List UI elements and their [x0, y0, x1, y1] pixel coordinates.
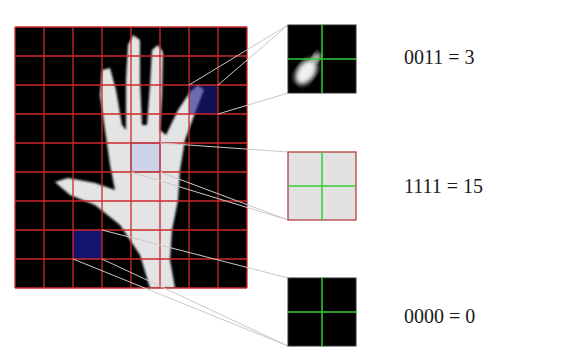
- grid-line: [15, 26, 247, 27]
- drawing-part: [73, 259, 288, 346]
- drawing-part: [309, 51, 322, 65]
- drawing-part: [288, 58, 356, 60]
- drawing-part: [288, 185, 356, 187]
- drawing-part: [218, 25, 288, 85]
- grid-line: [43, 27, 44, 288]
- leader-lines: [73, 25, 288, 346]
- grid-line: [15, 287, 247, 288]
- drawing-part: [189, 25, 288, 85]
- drawing-part: [102, 259, 288, 346]
- grid-line: [15, 55, 247, 56]
- drawing-part: [288, 311, 356, 313]
- drawing-part: [218, 93, 288, 114]
- drawing-part: [102, 230, 288, 278]
- drawing-part: [160, 172, 288, 220]
- code-label: 0000 = 0: [404, 304, 475, 328]
- grid-line: [246, 27, 247, 288]
- grid-line: [159, 27, 160, 288]
- highlight-cell: [73, 230, 102, 259]
- zoom-cell: [288, 278, 356, 346]
- drawing-part: [160, 143, 288, 152]
- drawing-part: [288, 25, 356, 93]
- grid-line: [14, 27, 15, 288]
- zoom-cell: [288, 25, 356, 93]
- drawing-part: [288, 152, 356, 220]
- grid-line: [72, 27, 73, 288]
- grid-line: [15, 229, 247, 230]
- highlight-cell: [189, 85, 218, 114]
- grid-line: [15, 200, 247, 201]
- code-label: 0011 = 3: [404, 45, 475, 69]
- highlight-cell: [131, 143, 160, 172]
- grid-line: [188, 27, 189, 288]
- grid-line: [101, 27, 102, 288]
- image-background: [15, 27, 247, 288]
- grid-line: [15, 113, 247, 114]
- drawing-part: [288, 278, 356, 346]
- grid-line: [15, 84, 247, 85]
- grid-line: [130, 27, 131, 288]
- zoom-cell: [288, 152, 356, 220]
- grid-line: [217, 27, 218, 288]
- grid-line: [15, 142, 247, 143]
- grid-lines: [15, 27, 247, 288]
- drawing-part: [131, 172, 288, 220]
- code-label: 1111 = 15: [404, 174, 483, 198]
